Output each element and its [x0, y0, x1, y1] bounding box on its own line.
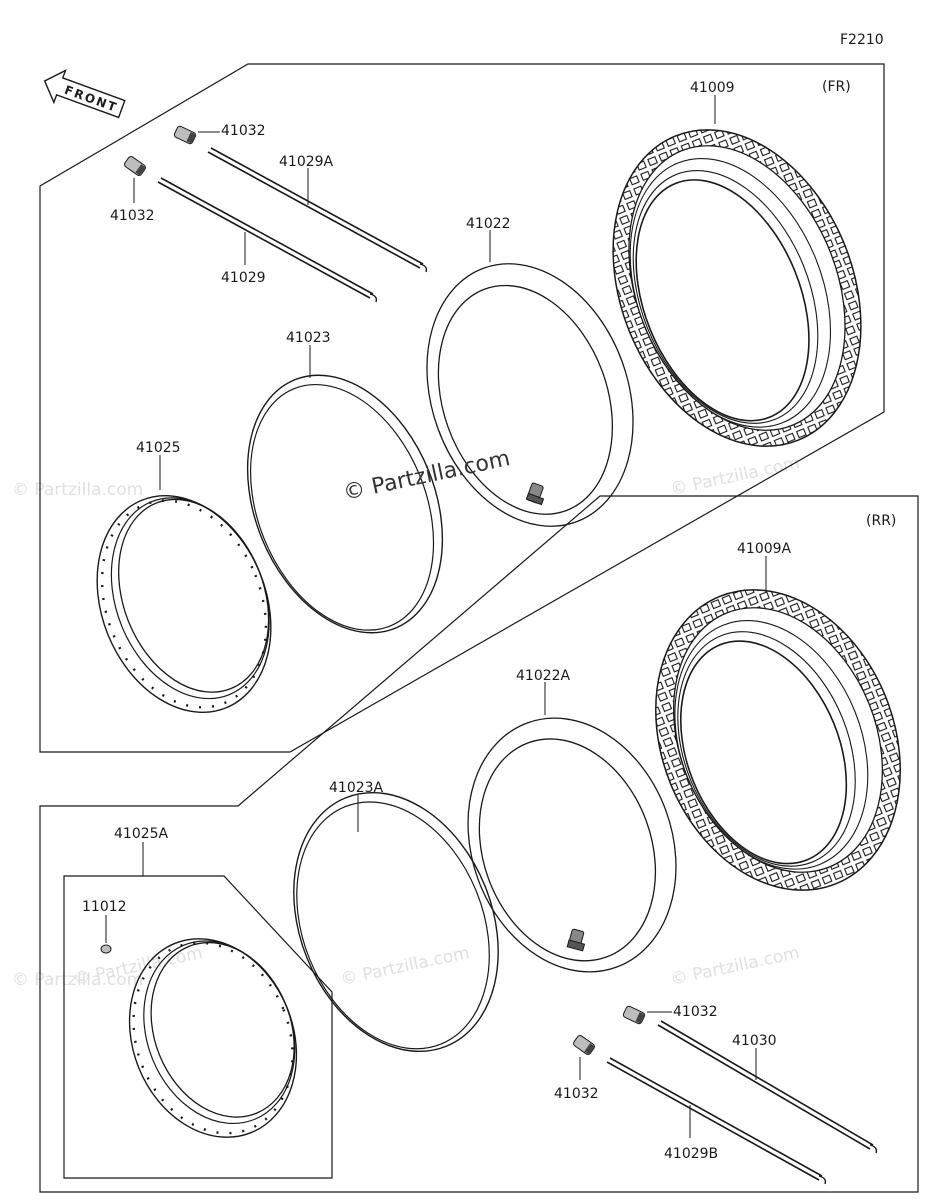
front-section-frame: [39, 63, 885, 753]
front-spoke-41029A: [207, 147, 428, 273]
label-41032-4: 41032: [554, 1086, 599, 1102]
front-tube-valve: [525, 482, 545, 506]
rear-tube-41022A: [467, 717, 677, 973]
label-41032-3: 41032: [673, 1004, 718, 1020]
label-41029B: 41029B: [664, 1146, 718, 1162]
rear-rim-41025A: [128, 938, 298, 1138]
label-41022: 41022: [466, 216, 511, 232]
nipple-icon: [124, 156, 147, 176]
label-41029A: 41029A: [279, 154, 334, 170]
front-rim-band-41023: [246, 374, 444, 634]
label-41032-2: 41032: [110, 208, 155, 224]
watermark-faint-2: © Partzilla.com: [669, 453, 801, 500]
rear-rim-band-41023A: [293, 791, 499, 1053]
rear-section-tag: (RR): [866, 513, 896, 529]
rear-tire-41009A: [655, 589, 901, 891]
watermark-faint-1: © Partzilla.com: [12, 480, 143, 500]
label-41009: 41009: [690, 80, 735, 96]
nipple-icon: [622, 1005, 646, 1025]
label-11012: 11012: [82, 899, 127, 915]
front-spoke-41029: [157, 177, 378, 303]
label-41023: 41023: [286, 330, 331, 346]
front-arrow: FRONT: [43, 69, 126, 119]
figure-code: F2210: [840, 32, 884, 48]
label-41022A: 41022A: [516, 668, 571, 684]
nipple-icon: [573, 1035, 596, 1055]
label-41025: 41025: [136, 440, 181, 456]
front-section-tag: (FR): [822, 79, 851, 95]
front-rim-41025: [96, 495, 272, 713]
balancer-icon: [100, 944, 112, 954]
nipple-icon: [173, 125, 197, 145]
front-tire-41009: [612, 129, 862, 447]
label-41009A: 41009A: [737, 541, 792, 557]
label-41023A: 41023A: [329, 780, 384, 796]
label-41029: 41029: [221, 270, 266, 286]
rear-rim-assembly-frame: [63, 875, 333, 1179]
watermark-faint-4: © Partzilla.com: [339, 943, 471, 990]
label-41032-1: 41032: [221, 123, 266, 139]
rear-spoke-41029B: [606, 1057, 827, 1185]
rear-spoke-41030: [657, 1020, 878, 1154]
rear-section-frame: [39, 495, 919, 1193]
rear-tube-valve: [566, 928, 586, 952]
front-tube-41022: [426, 263, 634, 527]
watermark-faint-5: © Partzilla.com: [669, 943, 801, 990]
label-41030: 41030: [732, 1033, 777, 1049]
watermark-faint-3: © Partzilla.com: [12, 970, 143, 990]
label-41025A: 41025A: [114, 826, 169, 842]
